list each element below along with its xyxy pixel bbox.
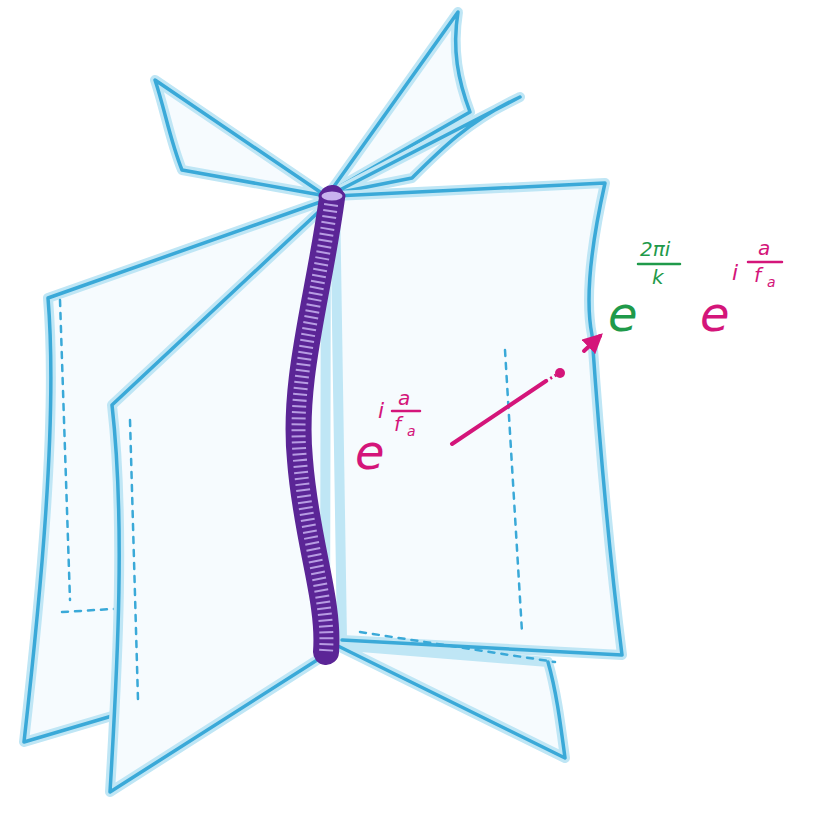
formula-symbol: 2πi (640, 239, 670, 259)
formula-symbol: a (398, 388, 410, 408)
formula-symbol: a (407, 424, 416, 438)
phase-pointer (452, 336, 600, 444)
right-spike-sheet (332, 97, 520, 194)
formula-symbol: k (652, 267, 664, 287)
formula-symbol: e (355, 428, 385, 476)
front-right-sheet (335, 183, 622, 662)
formula-symbol: f (754, 265, 761, 285)
formula-symbol: a (767, 275, 776, 289)
fraction-bars (392, 262, 782, 411)
formula-symbol: f (394, 414, 401, 434)
formula-symbol: i (378, 400, 384, 422)
axion-string (299, 190, 344, 652)
lower-right-sheet (336, 645, 565, 758)
formula-symbol: a (758, 238, 770, 258)
formula-symbol: e (608, 290, 638, 338)
formula-symbol: e (700, 290, 730, 338)
formula-symbol: i (732, 262, 738, 284)
left-spike-sheet (155, 80, 326, 196)
